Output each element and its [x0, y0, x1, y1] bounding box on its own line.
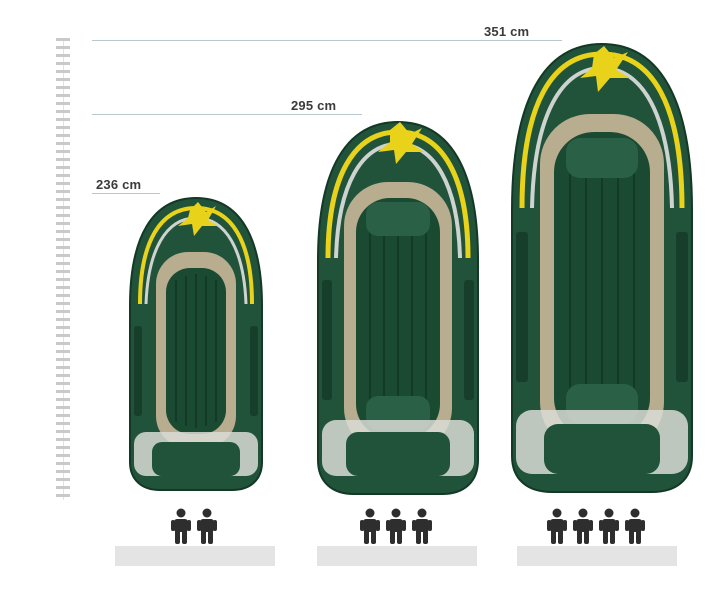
ruler-tick — [56, 158, 70, 161]
ruler-tick — [56, 326, 70, 329]
ruler-tick — [56, 446, 70, 449]
ruler-tick — [56, 334, 70, 337]
person-icon — [197, 508, 217, 544]
person-icon — [412, 508, 432, 544]
dimension-line-medium — [92, 114, 362, 115]
ruler-tick — [56, 222, 70, 225]
ruler-tick — [56, 382, 70, 385]
ruler-tick — [56, 494, 70, 497]
ruler-tick — [56, 238, 70, 241]
ruler-tick — [56, 486, 70, 489]
ruler-tick — [56, 430, 70, 433]
person-icon — [386, 508, 406, 544]
large-capacity-people — [546, 508, 646, 544]
person-icon — [573, 508, 593, 544]
ruler-tick — [56, 78, 70, 81]
ruler-tick — [56, 142, 70, 145]
person-icon — [625, 508, 645, 544]
small-boat — [129, 196, 263, 491]
ruler-tick — [56, 206, 70, 209]
ruler-tick — [56, 54, 70, 57]
ruler-tick — [56, 358, 70, 361]
ruler-tick — [56, 398, 70, 401]
ruler-tick — [56, 126, 70, 129]
person-icon — [171, 508, 191, 544]
ruler-tick — [56, 406, 70, 409]
ruler-tick — [56, 254, 70, 257]
ruler-tick — [56, 302, 70, 305]
ruler-tick — [56, 230, 70, 233]
dimension-label-small: 236 cm — [96, 177, 142, 192]
ruler-tick — [56, 70, 70, 73]
ruler-tick — [56, 190, 70, 193]
medium-capacity-people — [359, 508, 433, 544]
large-boat — [511, 42, 693, 493]
ruler-tick — [56, 62, 70, 65]
ruler-tick — [56, 166, 70, 169]
ruler-tick — [56, 462, 70, 465]
small-base — [115, 546, 275, 566]
ruler-tick — [56, 390, 70, 393]
ruler-tick — [56, 342, 70, 345]
ruler-tick — [56, 262, 70, 265]
ruler-tick — [56, 454, 70, 457]
ruler-tick — [56, 438, 70, 441]
medium-base — [317, 546, 477, 566]
ruler-tick — [56, 118, 70, 121]
ruler-tick — [56, 478, 70, 481]
person-icon — [360, 508, 380, 544]
ruler-tick — [56, 86, 70, 89]
ruler-tick — [56, 374, 70, 377]
height-ruler — [56, 38, 70, 500]
ruler-tick — [56, 310, 70, 313]
ruler-tick — [56, 94, 70, 97]
ruler-tick — [56, 422, 70, 425]
ruler-tick — [56, 414, 70, 417]
person-icon — [547, 508, 567, 544]
ruler-tick — [56, 246, 70, 249]
dimension-line-large — [92, 40, 562, 41]
ruler-tick — [56, 46, 70, 49]
ruler-tick — [56, 286, 70, 289]
ruler-tick — [56, 134, 70, 137]
ruler-line — [63, 38, 64, 500]
ruler-tick — [56, 366, 70, 369]
ruler-tick — [56, 318, 70, 321]
dimension-label-medium: 295 cm — [291, 98, 337, 113]
ruler-tick — [56, 38, 70, 41]
ruler-tick — [56, 350, 70, 353]
ruler-tick — [56, 294, 70, 297]
person-icon — [599, 508, 619, 544]
ruler-tick — [56, 110, 70, 113]
ruler-tick — [56, 150, 70, 153]
ruler-tick — [56, 278, 70, 281]
ruler-tick — [56, 470, 70, 473]
ruler-tick — [56, 174, 70, 177]
large-base — [517, 546, 677, 566]
ruler-tick — [56, 270, 70, 273]
ruler-tick — [56, 182, 70, 185]
small-capacity-people — [170, 508, 218, 544]
ruler-tick — [56, 198, 70, 201]
ruler-tick — [56, 102, 70, 105]
dimension-line-small — [92, 193, 160, 194]
medium-boat — [317, 120, 479, 495]
dimension-label-large: 351 cm — [484, 24, 530, 39]
ruler-tick — [56, 214, 70, 217]
